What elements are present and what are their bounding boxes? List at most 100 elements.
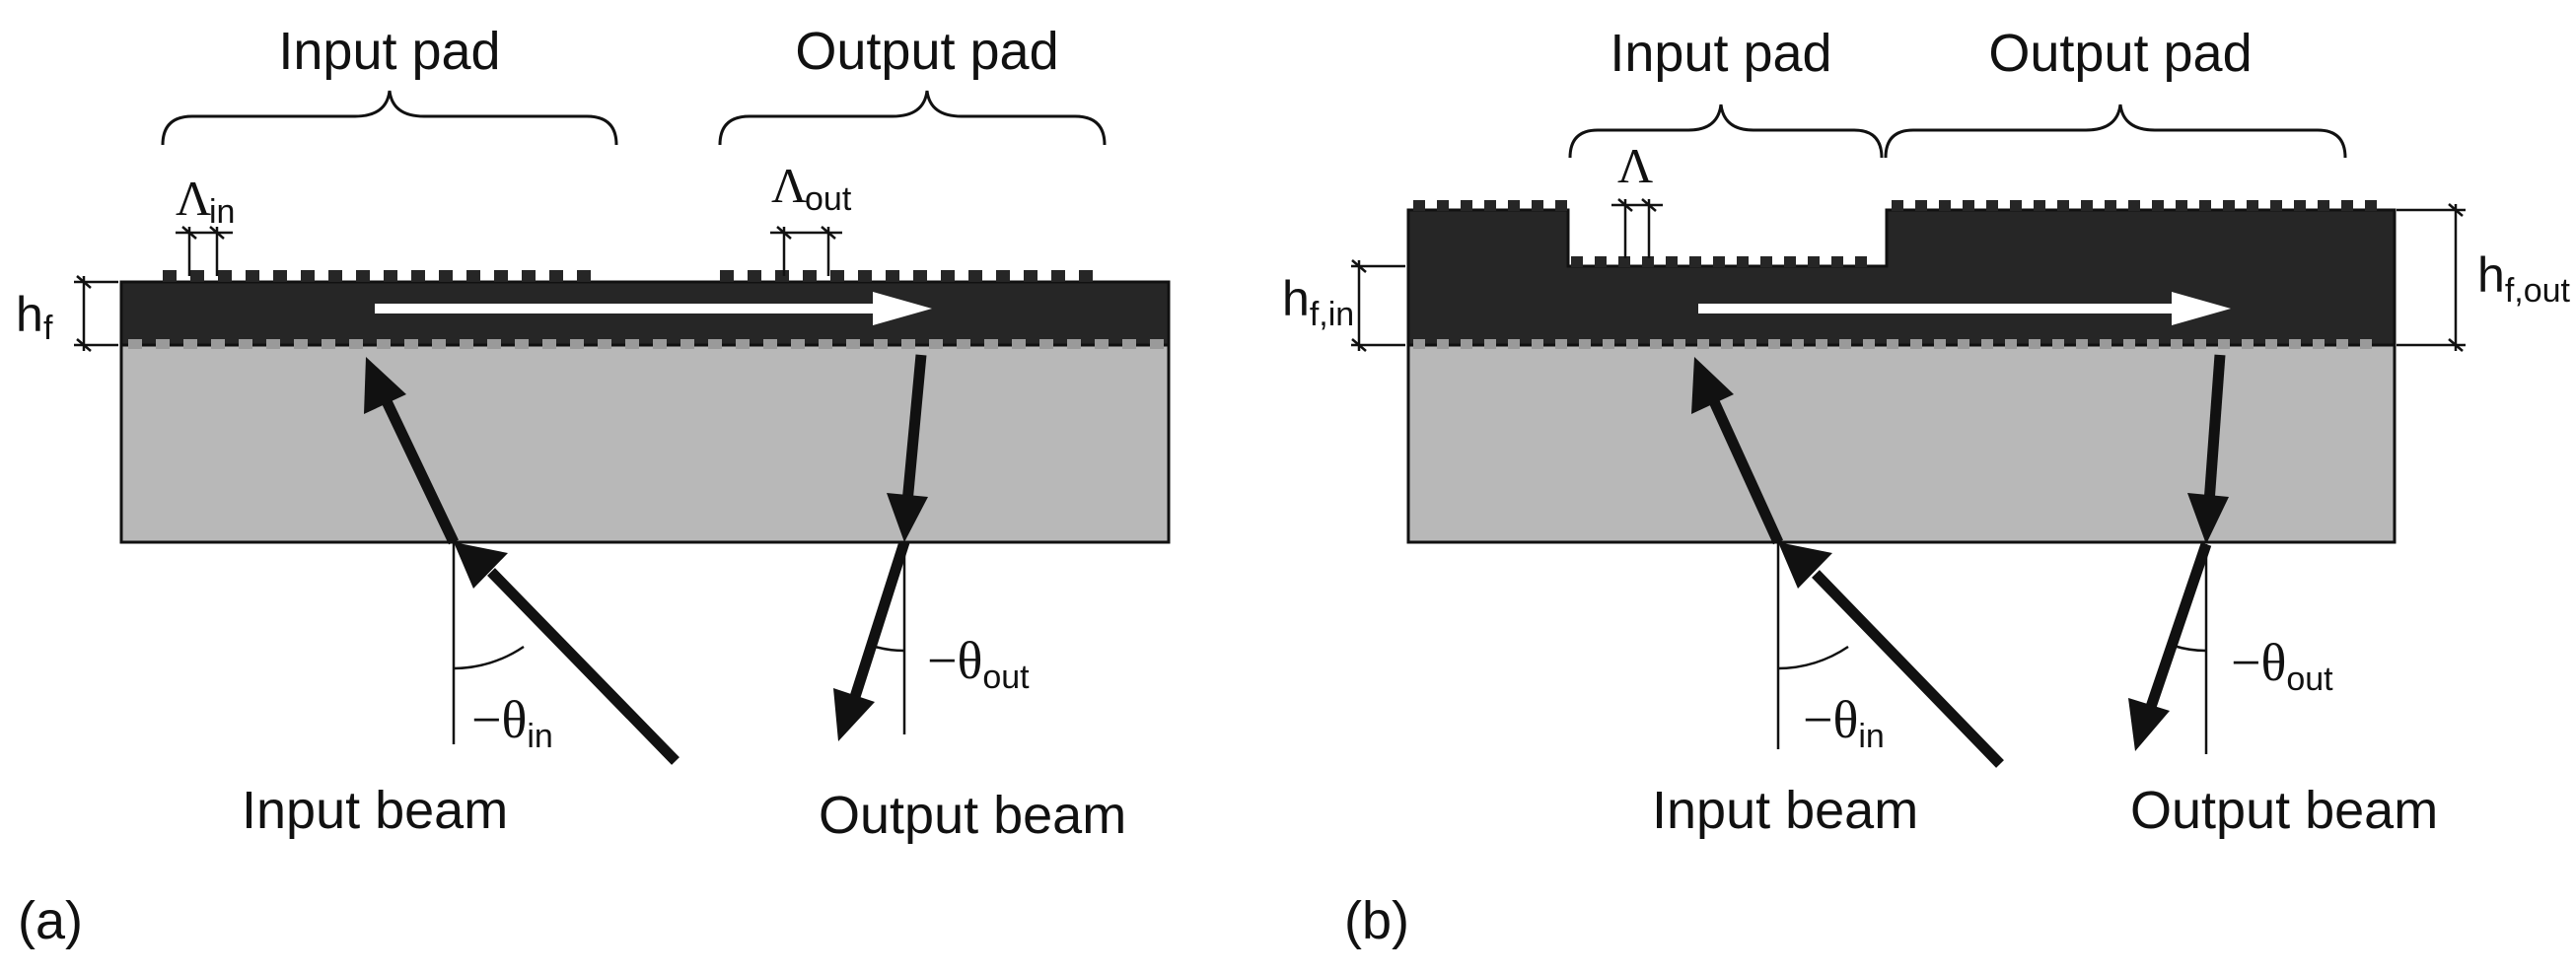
grating-tooth	[377, 339, 391, 349]
output-beam-arrowhead-lower-a	[833, 688, 875, 741]
output-beam-lower-b	[2144, 542, 2212, 712]
grating-tooth	[1595, 256, 1607, 267]
input-beam-upper-b	[1707, 396, 1784, 545]
grating-tooth	[2194, 339, 2206, 349]
output-pad-brace-b	[1884, 104, 2347, 159]
input-beam-arrowhead-lower-b	[1778, 542, 1832, 589]
grating-tooth	[466, 270, 480, 282]
grating-tooth	[522, 270, 536, 282]
grating-tooth	[929, 339, 943, 349]
grating-tooth	[1650, 339, 1662, 349]
grating-tooth	[2336, 339, 2348, 349]
grating-tooth	[1555, 200, 1567, 211]
grating-tooth	[2247, 200, 2258, 211]
grating-tooth	[1618, 256, 1630, 267]
grating-tooth	[1579, 339, 1591, 349]
output-beam-label-b: Output beam	[2130, 781, 2438, 840]
grating-tooth	[2057, 200, 2069, 211]
grating-tooth	[2242, 339, 2254, 349]
grating-tooth	[1674, 339, 1685, 349]
theta-out-label-b: −θout	[2231, 633, 2333, 698]
grating-tooth	[2365, 200, 2377, 211]
grating-tooth	[1939, 200, 1951, 211]
grating-tooth	[1508, 200, 1520, 211]
grating-tooth	[2010, 200, 2022, 211]
grating-tooth	[1760, 256, 1772, 267]
grating-tooth	[2152, 200, 2164, 211]
grating-tooth	[2128, 200, 2140, 211]
grating-tooth	[1571, 256, 1583, 267]
grating-tooth	[625, 339, 639, 349]
grating-tooth	[487, 339, 501, 349]
grating-tooth	[1816, 339, 1827, 349]
period-in-symbol-a: Λ	[176, 171, 211, 226]
output-beam-arrowhead-upper-b	[2187, 493, 2229, 544]
output-beam-arrowhead-upper-a	[887, 493, 928, 542]
grating-tooth	[846, 339, 860, 349]
theta-out-arc-a	[871, 644, 905, 653]
grating-tooth	[1532, 200, 1543, 211]
grating-tooth	[1437, 339, 1449, 349]
period-symbol-b: Λ	[1617, 138, 1653, 193]
grating-tooth	[1768, 339, 1780, 349]
grating-tooth	[2076, 339, 2088, 349]
grating-tooth	[1095, 339, 1109, 349]
film-height-symbol-a: h	[16, 287, 43, 342]
grating-tooth	[748, 270, 761, 282]
film-height-out-label-b: hf,out	[2477, 247, 2571, 310]
input-beam-arrowhead-upper-b	[1691, 357, 1734, 414]
grating-tooth	[328, 270, 342, 282]
input-beam-upper-a	[381, 396, 459, 545]
grating-tooth	[404, 339, 418, 349]
input-pad-brace-a	[161, 90, 618, 146]
grating-tooth	[2147, 339, 2159, 349]
grating-tooth	[1689, 256, 1701, 267]
output-pad-label-a: Output pad	[795, 22, 1058, 81]
grating-tooth	[156, 339, 170, 349]
grating-tooth	[775, 270, 789, 282]
theta-in-arc-a	[453, 645, 525, 670]
panel-a: Input pad Output pad Λ in Λ out	[16, 22, 1171, 950]
grating-tooth	[1626, 339, 1638, 349]
grating-tooth	[190, 270, 204, 282]
grating-tooth	[1981, 339, 1993, 349]
grating-tooth	[886, 270, 899, 282]
grating-tooth	[1745, 339, 1756, 349]
grating-tooth	[1150, 339, 1164, 349]
grating-tooth	[830, 270, 844, 282]
grating-tooth	[384, 270, 397, 282]
output-beam-upper-a	[901, 354, 927, 504]
film-height-in-label-b: hf,in	[1282, 271, 1354, 333]
input-pad-label-a: Input pad	[278, 22, 500, 81]
grating-tooth	[858, 270, 872, 282]
grating-tooth	[2029, 339, 2040, 349]
output-pad-label-b: Output pad	[1988, 24, 2252, 83]
grating-tooth	[266, 339, 280, 349]
grating-tooth	[1986, 200, 1998, 211]
grating-tooth	[183, 339, 197, 349]
grating-tooth	[2105, 200, 2116, 211]
grating-tooth	[211, 339, 225, 349]
grating-tooth	[1461, 200, 1472, 211]
film-height-in-marker-b	[1351, 259, 1405, 352]
grating-tooth	[1915, 200, 1927, 211]
grating-tooth	[239, 339, 252, 349]
grating-tooth	[349, 339, 363, 349]
grating-tooth	[494, 270, 508, 282]
grating-tooth	[1413, 339, 1425, 349]
grating-tooth	[1484, 339, 1496, 349]
grating-tooth	[1532, 339, 1543, 349]
input-beam-arrowhead-upper-a	[364, 357, 406, 414]
grating-tooth	[356, 270, 370, 282]
grating-tooth	[1958, 339, 1969, 349]
panel-b: Input pad Output pad Λ hf,in hf,out	[1282, 24, 2571, 950]
grating-tooth	[1067, 339, 1081, 349]
grating-tooth	[1863, 339, 1875, 349]
grating-tooth	[2052, 339, 2064, 349]
output-beam-label-a: Output beam	[819, 786, 1126, 845]
grating-tooth	[322, 339, 335, 349]
grating-tooth	[1461, 339, 1472, 349]
grating-tooth	[1784, 256, 1796, 267]
theta-in-label-b: −θin	[1803, 690, 1885, 755]
period-out-sub-a: out	[805, 180, 852, 218]
